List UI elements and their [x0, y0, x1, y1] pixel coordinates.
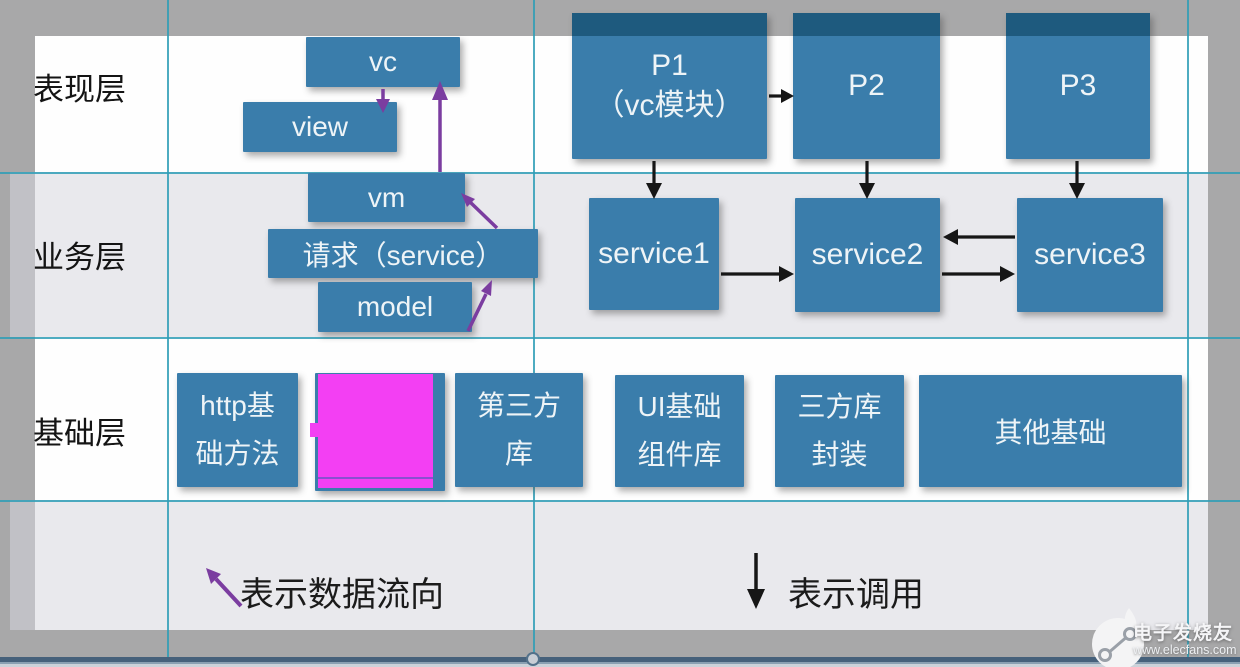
arrow-request-to-vm: [461, 193, 499, 230]
node-model-label: model: [356, 291, 434, 322]
node-vc-label: vc: [369, 46, 397, 77]
node-lib-wrapper-line1: 三方库: [797, 391, 882, 422]
magenta-overlay-handle[interactable]: [310, 423, 319, 437]
p2-dark-cap: [793, 13, 940, 36]
guide-line-horizontal: [0, 500, 1240, 502]
arrow-model-to-request: [466, 280, 492, 332]
node-p3-label: P3: [1059, 69, 1097, 102]
node-lib-wrapper[interactable]: 三方库 封装: [775, 375, 904, 487]
node-http-base-line2: 础方法: [195, 438, 280, 469]
node-vc[interactable]: vc: [306, 37, 460, 87]
arrow-p2-to-service2: [859, 161, 875, 199]
watermark-brand-text: 电子发烧友: [1133, 623, 1234, 644]
legend-invoke-arrow-icon: [747, 553, 765, 609]
node-service1[interactable]: service1: [589, 198, 719, 310]
node-model[interactable]: model: [318, 282, 472, 332]
arrow-p1-to-service1: [646, 161, 662, 199]
arrow-p3-to-service3: [1069, 161, 1085, 199]
guide-line-horizontal: [0, 337, 1240, 339]
node-vm[interactable]: vm: [308, 173, 465, 222]
node-request-service-label: 请求（service）: [302, 239, 504, 271]
arrow-p1-to-p2: [769, 89, 794, 103]
arrow-service2-to-service3: [942, 266, 1015, 282]
node-service2[interactable]: service2: [795, 198, 940, 312]
bottom-border-mid: [0, 662, 1240, 664]
legend-data-flow-arrow-icon: [206, 568, 243, 608]
selection-handle[interactable]: [526, 652, 540, 666]
bottom-border-dark: [0, 657, 1240, 662]
node-view-label: view: [291, 111, 348, 142]
guide-line-horizontal: [0, 172, 1240, 174]
guide-line-vertical: [1187, 0, 1189, 658]
node-p2[interactable]: P2: [793, 13, 940, 159]
node-p3[interactable]: P3: [1006, 13, 1150, 159]
node-service1-label: service1: [598, 237, 710, 270]
node-other-base[interactable]: 其他基础: [919, 375, 1182, 487]
arrow-vm-to-vc: [432, 81, 448, 172]
guide-line-vertical: [167, 0, 169, 658]
guide-line-vertical: [533, 0, 535, 658]
band-edge-shade: [10, 500, 35, 630]
layer-label-foundation: 基础层: [33, 416, 126, 451]
node-ui-component-lib-line1: UI基础: [637, 391, 722, 422]
legend-data-flow-label: 表示数据流向: [240, 576, 444, 614]
node-third-party-lib[interactable]: 第三方 库: [455, 373, 583, 487]
watermark-site-url: www.elecfans.com: [1133, 643, 1237, 657]
node-ui-component-lib-line2: 组件库: [637, 439, 722, 470]
node-service3-label: service3: [1034, 238, 1146, 271]
node-http-base-line1: http基: [200, 390, 275, 421]
node-vm-label: vm: [367, 181, 406, 213]
node-http-base[interactable]: http基 础方法: [177, 373, 298, 487]
node-other-base-label: 其他基础: [994, 417, 1107, 448]
legend-band: [10, 500, 1208, 630]
band-edge-shade: [10, 172, 35, 337]
arrow-service3-to-service2: [943, 229, 1015, 245]
node-third-party-lib-line1: 第三方: [476, 390, 561, 421]
node-p1-label-line1: P1: [651, 49, 688, 82]
bottom-border-light: [0, 664, 1240, 667]
node-p2-label: P2: [848, 69, 885, 102]
arrow-vc-to-view: [376, 89, 390, 113]
node-p1[interactable]: P1 （vc模块）: [572, 13, 767, 159]
magenta-inner-line: [318, 477, 433, 479]
node-view[interactable]: view: [243, 102, 397, 152]
legend-invoke-label: 表示调用: [788, 576, 924, 614]
p1-dark-cap: [572, 13, 767, 36]
node-service3[interactable]: service3: [1017, 198, 1163, 312]
layer-label-business: 业务层: [33, 240, 126, 275]
magenta-overlay[interactable]: [318, 374, 433, 488]
node-request-service[interactable]: 请求（service）: [268, 229, 538, 278]
node-lib-wrapper-line2: 封装: [811, 439, 868, 470]
layer-label-presentation: 表现层: [33, 72, 126, 107]
node-third-party-lib-line2: 库: [504, 438, 533, 469]
node-p1-label-line2: （vc模块）: [594, 89, 745, 122]
elecfans-logo-icon: [1092, 608, 1144, 667]
node-service2-label: service2: [811, 238, 924, 271]
arrow-service1-to-service2: [721, 266, 794, 282]
p3-dark-cap: [1006, 13, 1150, 36]
node-ui-component-lib[interactable]: UI基础 组件库: [615, 375, 744, 487]
